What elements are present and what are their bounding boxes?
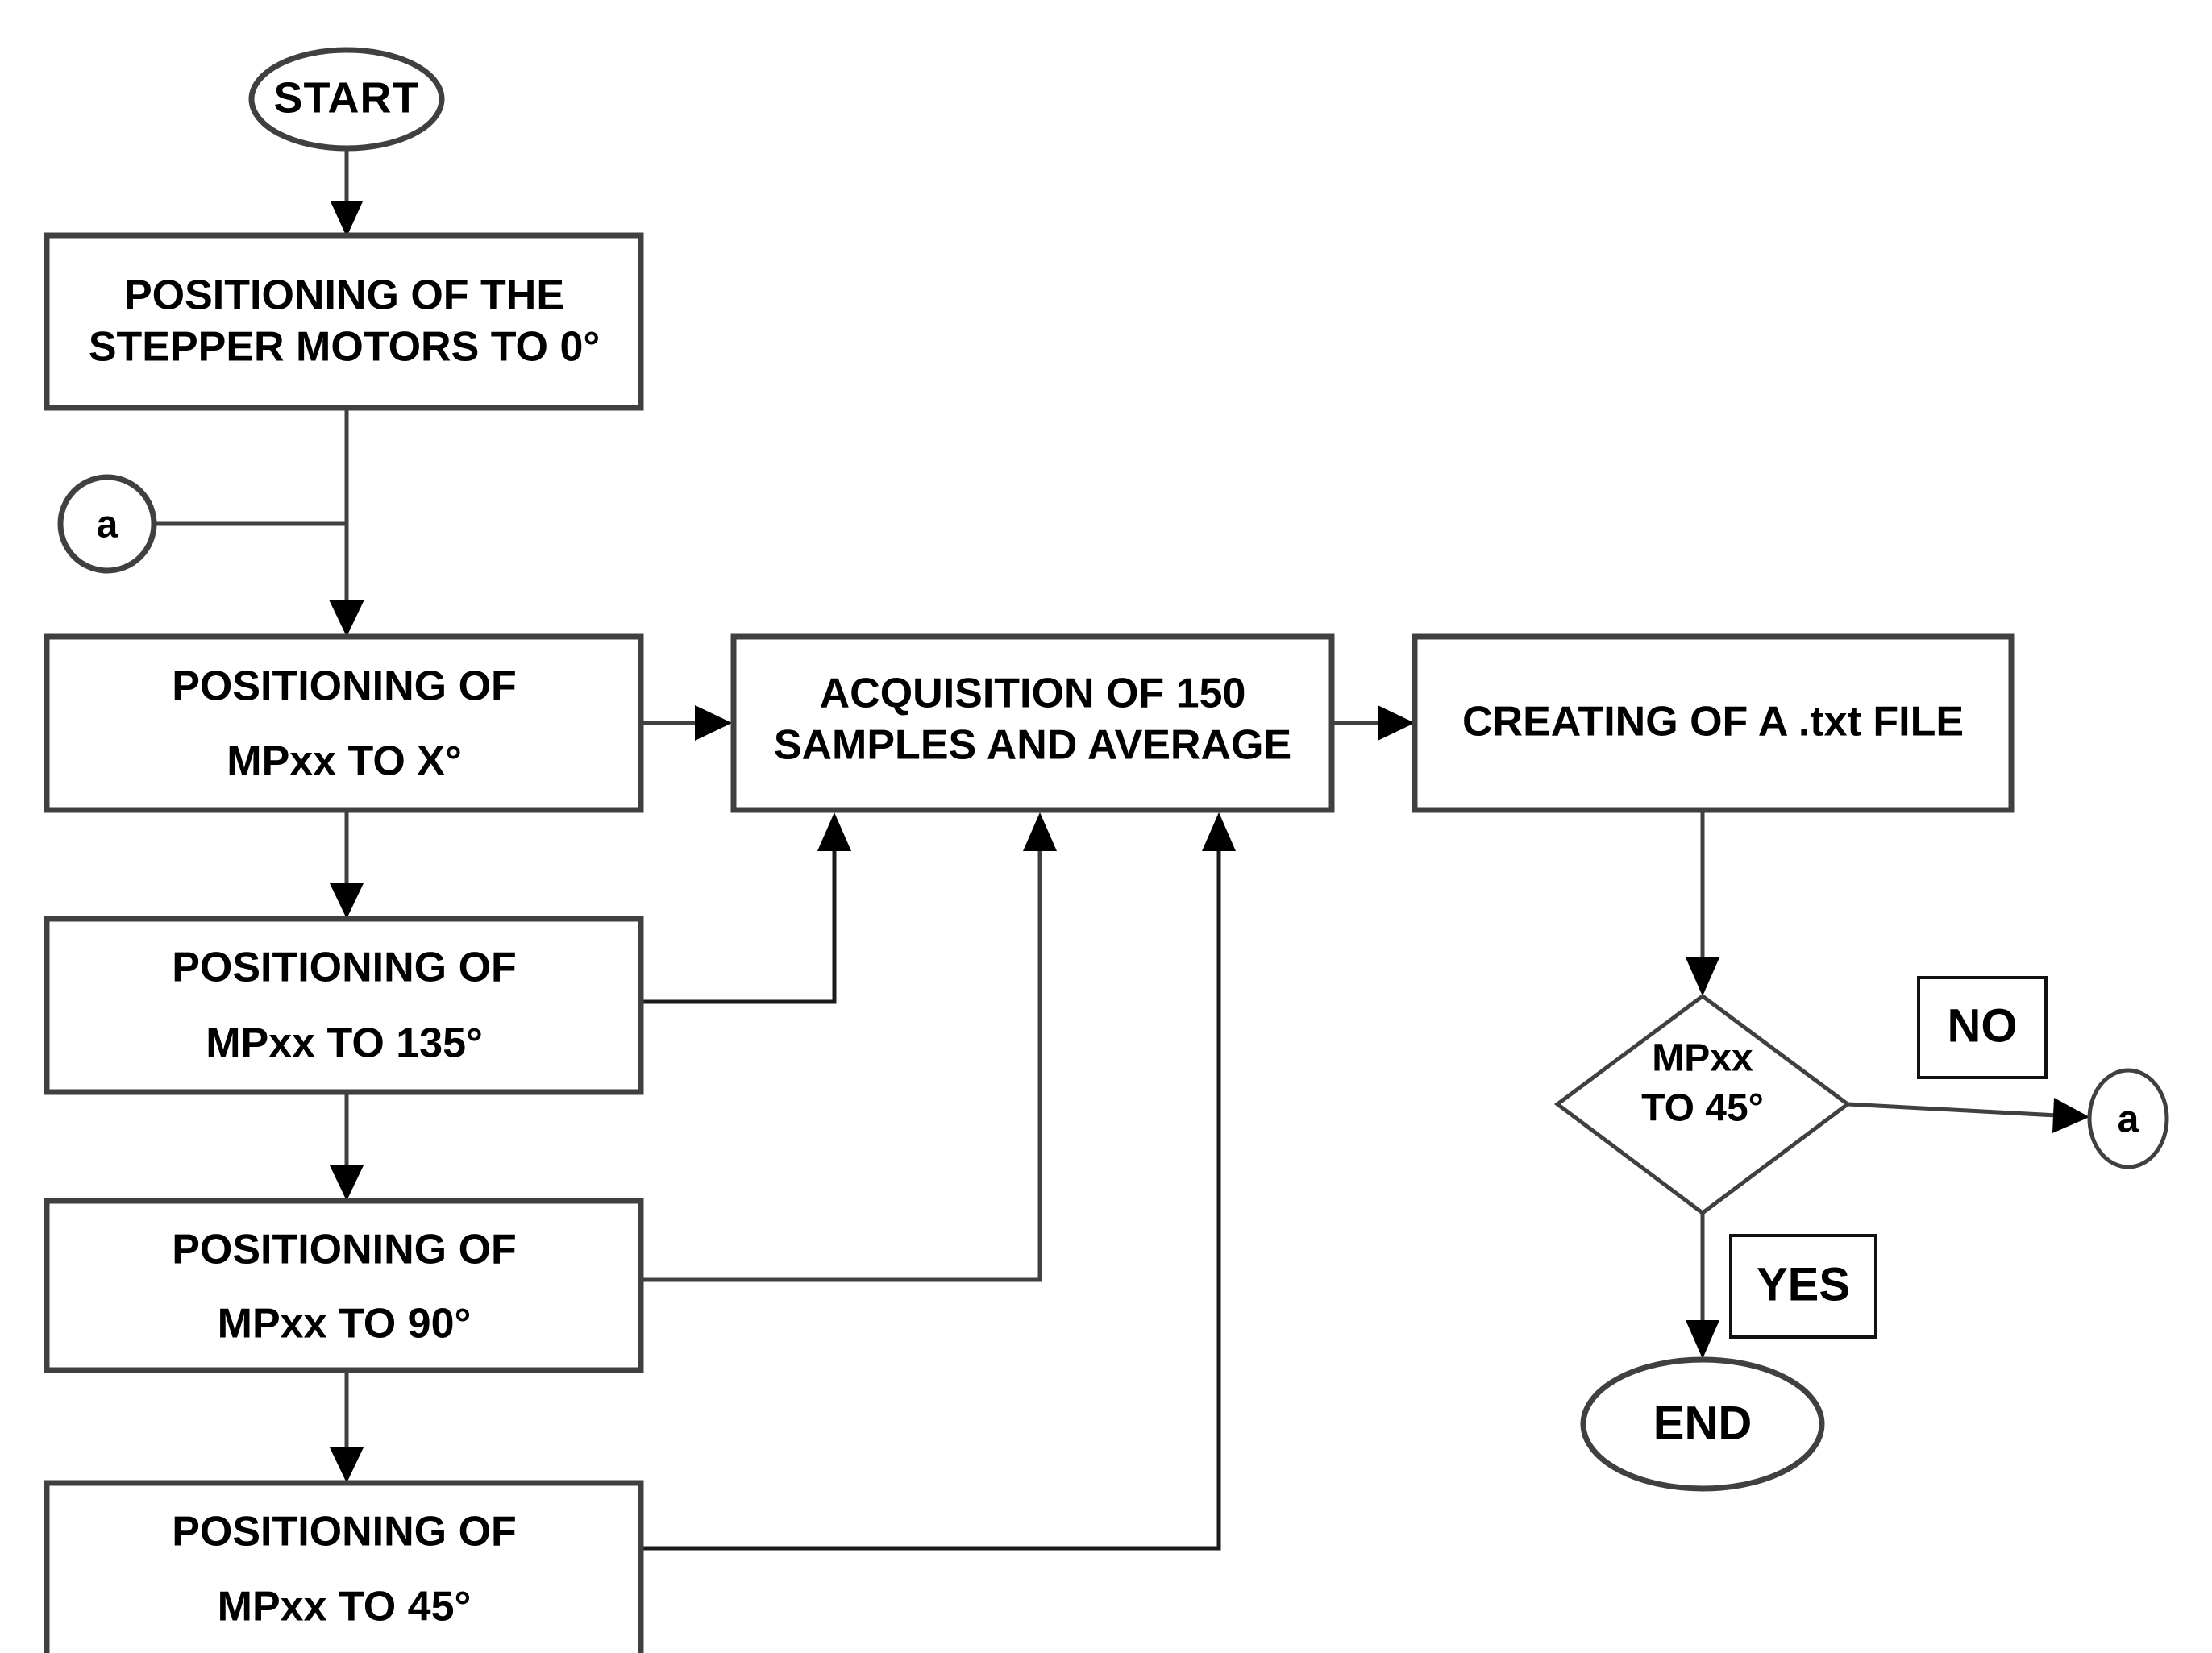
node-pos-135[interactable]: POSITIONING OF MPxx TO 135°	[44, 916, 644, 1095]
node-pos-90-line2: MPxx TO 90°	[218, 1301, 472, 1348]
edge-pos-90-to-acquisition	[641, 812, 1057, 1282]
node-connector-a-right[interactable]: a	[2087, 1068, 2169, 1169]
node-connector-a-right-label: a	[2118, 1099, 2139, 1141]
edge-pos-45-to-acquisition	[641, 812, 1236, 1551]
node-pos-135-line1: POSITIONING OF	[172, 945, 517, 991]
node-decision-line1: MPxx	[1652, 1037, 1753, 1080]
node-acquisition-line1: ACQUISITION OF 150	[820, 671, 1246, 717]
edge-start-to-home-motors	[331, 147, 363, 237]
node-home-motors-line1: POSITIONING OF THE	[124, 272, 564, 319]
label-no: NO	[1917, 976, 2048, 1079]
node-decision[interactable]: MPxx TO 45°	[1553, 993, 1852, 1216]
node-pos-45-line1: POSITIONING OF	[172, 1509, 517, 1555]
node-connector-a-left-label: a	[97, 504, 118, 546]
node-home-motors[interactable]: POSITIONING OF THE STEPPER MOTORS TO 0°	[44, 232, 644, 411]
node-pos-90-line1: POSITIONING OF	[172, 1227, 517, 1273]
edge-pos-135-to-acquisition	[641, 812, 851, 1004]
node-start[interactable]: START	[248, 47, 445, 152]
edge-pos-x-to-acquisition	[641, 705, 732, 741]
node-pos-135-line2: MPxx TO 135°	[206, 1020, 483, 1067]
node-end-label: END	[1653, 1397, 1752, 1449]
node-pos-x-line2: MPxx TO X°	[227, 738, 461, 785]
node-end[interactable]: END	[1580, 1356, 1825, 1492]
node-pos-45-line2: MPxx TO 45°	[218, 1584, 472, 1630]
edge-home-motors-to-pos-x	[329, 408, 364, 637]
node-acquisition[interactable]: ACQUISITION OF 150 SAMPLES AND AVERAGE	[730, 633, 1335, 813]
node-pos-x-line1: POSITIONING OF	[172, 663, 517, 710]
label-yes-text: YES	[1757, 1258, 1850, 1310]
edge-acquisition-to-create-file	[1332, 705, 1415, 741]
edge-pos-x-to-pos-135	[330, 810, 364, 919]
node-decision-line2: TO 45°	[1641, 1087, 1764, 1130]
edge-decision-no-to-connector-a	[1847, 1098, 2089, 1133]
label-no-text: NO	[1948, 999, 2018, 1052]
node-home-motors-line2: STEPPER MOTORS TO 0°	[89, 324, 600, 371]
node-acquisition-line2: SAMPLES AND AVERAGE	[774, 722, 1291, 769]
node-create-file-line1: CREATING OF A .txt FILE	[1462, 699, 1964, 746]
node-pos-90[interactable]: POSITIONING OF MPxx TO 90°	[44, 1198, 644, 1373]
label-yes: YES	[1729, 1234, 1877, 1339]
node-connector-a-left[interactable]: a	[57, 474, 157, 574]
node-pos-x[interactable]: POSITIONING OF MPxx TO X°	[44, 633, 644, 813]
node-start-label: START	[274, 73, 420, 122]
node-create-file[interactable]: CREATING OF A .txt FILE	[1412, 633, 2014, 813]
edge-pos-135-to-pos-90	[330, 1092, 364, 1201]
edge-create-file-to-decision	[1686, 810, 1719, 996]
edge-decision-yes-to-end	[1686, 1213, 1719, 1359]
node-pos-45[interactable]: POSITIONING OF MPxx TO 45°	[44, 1480, 644, 1653]
edge-pos-90-to-pos-45	[330, 1370, 364, 1483]
